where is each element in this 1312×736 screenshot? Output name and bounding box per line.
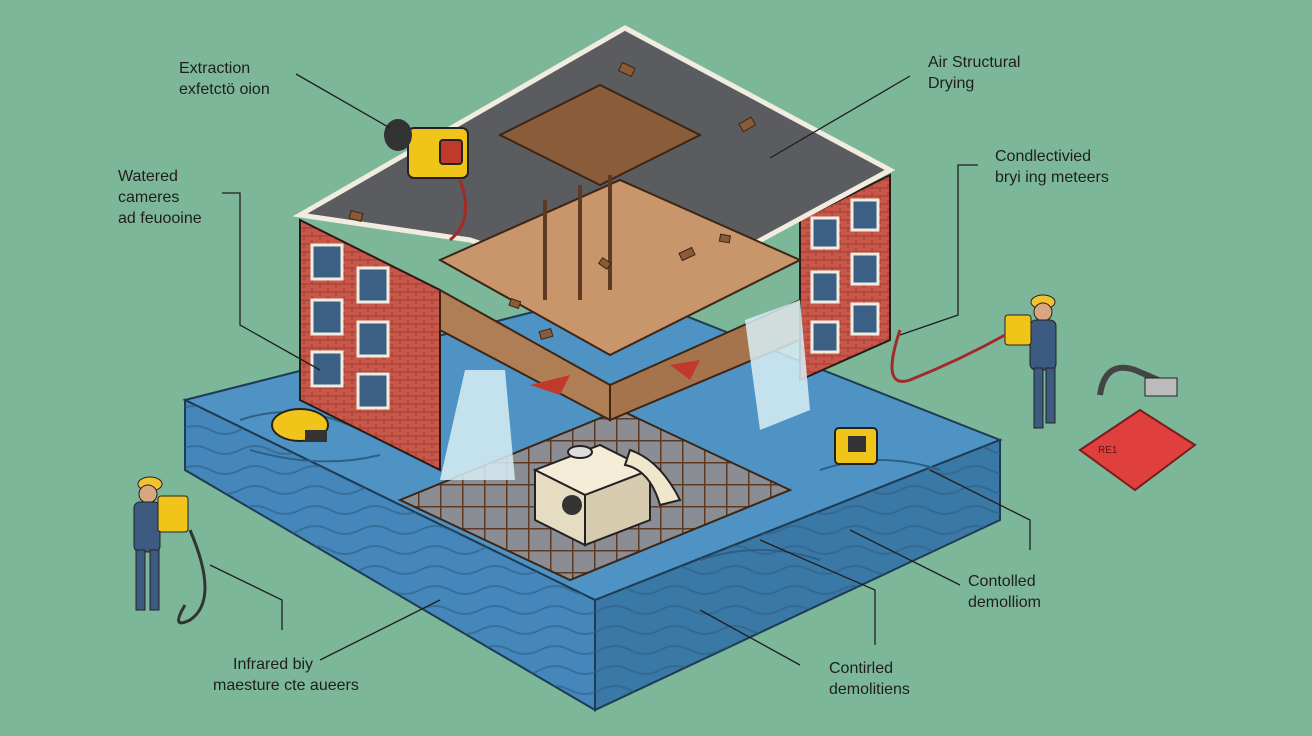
callout-line: demolliom <box>968 594 1041 611</box>
building-roof <box>292 25 896 303</box>
callout-line: bryi ing meteers <box>995 169 1109 186</box>
worker-icon <box>890 294 1057 429</box>
callout-line: Extraction <box>179 60 251 77</box>
callout-air-structural-drying: Air Structural Drying <box>928 52 1020 94</box>
callout-line: cameres <box>118 189 180 206</box>
callout-line: Watered <box>118 168 178 185</box>
window <box>810 216 840 250</box>
callout-watered-cameras: Watered cameres ad feuooine <box>118 166 202 229</box>
building-right-wall <box>799 173 891 382</box>
callout-controlled-demolition-bottom: Contirled demolitiens <box>829 658 910 700</box>
callout-line: Condlectivied <box>995 148 1092 165</box>
window <box>310 298 344 336</box>
window <box>850 302 880 336</box>
hose-icon <box>177 529 207 625</box>
moisture-meter-icon <box>834 427 878 465</box>
callout-line: Drying <box>928 75 975 92</box>
window <box>356 320 390 358</box>
dehumidifier-icon <box>532 443 682 547</box>
window <box>310 350 344 388</box>
callout-drying-meters: Condlectivied bryi ing meteers <box>995 146 1109 188</box>
window <box>310 243 344 281</box>
air-mover-icon <box>271 408 329 442</box>
callout-line: Infrared biy <box>233 656 314 673</box>
callout-line: maesture cte aueers <box>213 677 359 694</box>
callout-line: Contolled <box>968 573 1036 590</box>
pump-pad-sign: RE1 <box>1098 445 1118 456</box>
callout-line: Air Structural <box>928 54 1021 71</box>
callout-extraction: Extraction exfetctö oion <box>179 58 270 100</box>
window <box>850 198 880 232</box>
window <box>356 372 390 410</box>
callout-controlled-demolition-right: Contolled demolliom <box>968 571 1041 613</box>
callout-line: Contirled <box>829 660 894 677</box>
window <box>810 320 840 354</box>
window <box>356 266 390 304</box>
callout-line: demolitiens <box>829 681 910 698</box>
window <box>850 252 880 286</box>
window <box>810 270 840 304</box>
callout-infrared: Infrared biy maesture cte aueers <box>213 654 359 696</box>
callout-leader-lines <box>209 73 1031 666</box>
hose-icon <box>1097 364 1172 396</box>
water-extraction-unit-icon <box>384 119 469 242</box>
callout-line: exfetctö oion <box>179 81 270 98</box>
pump-pad: RE1 <box>1078 364 1197 492</box>
worker-icon <box>133 476 207 625</box>
water-cascade <box>440 300 810 480</box>
building-left-wall <box>299 218 441 472</box>
callout-line: ad feuooine <box>118 210 202 227</box>
